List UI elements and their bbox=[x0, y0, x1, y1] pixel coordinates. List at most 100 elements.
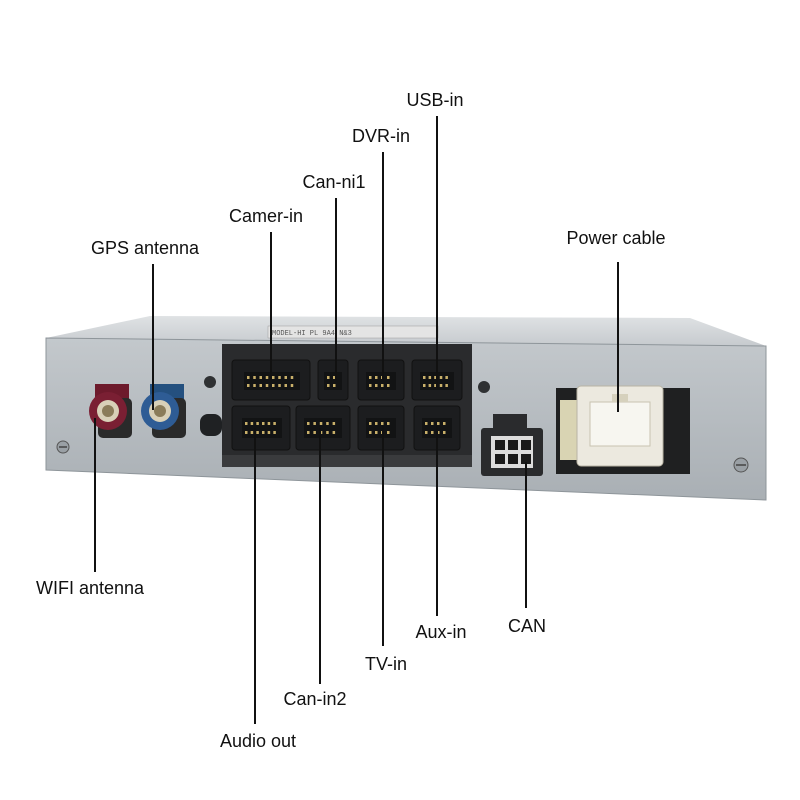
mount-hole-2 bbox=[478, 381, 490, 393]
connector-pin bbox=[375, 422, 378, 425]
leader-lines bbox=[94, 116, 619, 724]
port-can-ni1 bbox=[317, 359, 349, 401]
label-can-ni1: Can-ni1 bbox=[302, 172, 365, 192]
label-usb-in: USB-in bbox=[406, 90, 463, 110]
connector-pin bbox=[253, 376, 256, 379]
connector-pin bbox=[256, 422, 259, 425]
connector-pin bbox=[369, 376, 372, 379]
power-cable-connector bbox=[556, 385, 690, 474]
connector-pin bbox=[313, 431, 316, 434]
connector-pin bbox=[247, 384, 250, 387]
connector-pin bbox=[443, 422, 446, 425]
connector-pin bbox=[259, 376, 262, 379]
connector-pin bbox=[272, 376, 275, 379]
connector-pin bbox=[326, 422, 329, 425]
connector-pin bbox=[431, 431, 434, 434]
connector-pin bbox=[437, 431, 440, 434]
connector-pin bbox=[278, 384, 281, 387]
connector-pin bbox=[387, 376, 390, 379]
label-camer-in: Camer-in bbox=[229, 206, 303, 226]
connector-pin bbox=[369, 384, 372, 387]
connector-pin bbox=[333, 384, 336, 387]
connector-pin bbox=[245, 422, 248, 425]
connector-pin bbox=[245, 431, 248, 434]
connector-pin bbox=[284, 376, 287, 379]
device-sticker-text: MODEL-HI PL 9A4 N&3 bbox=[272, 330, 352, 338]
connector-pin bbox=[425, 431, 428, 434]
connector-pin bbox=[250, 431, 254, 434]
connector-pin bbox=[381, 422, 384, 425]
connector-pin bbox=[319, 431, 323, 434]
connector-pin bbox=[439, 384, 443, 387]
connector-pin bbox=[256, 431, 259, 434]
connector-pin bbox=[290, 376, 294, 379]
port-tv-in bbox=[357, 405, 405, 451]
connector-pin bbox=[284, 384, 287, 387]
connector-pin bbox=[431, 422, 434, 425]
connector-pin bbox=[423, 384, 426, 387]
connector-pin bbox=[265, 384, 269, 387]
connector-pin bbox=[327, 384, 330, 387]
connector-pin bbox=[428, 376, 432, 379]
connector-pin bbox=[375, 431, 378, 434]
label-tv-in: TV-in bbox=[365, 654, 407, 674]
connector-pin bbox=[332, 431, 336, 434]
connector-pin bbox=[262, 422, 265, 425]
label-gps-antenna: GPS antenna bbox=[91, 238, 200, 258]
connector-pin bbox=[387, 431, 390, 434]
connector-pin bbox=[259, 384, 262, 387]
connector-pin bbox=[290, 384, 294, 387]
connector-pin bbox=[250, 422, 254, 425]
connector-pin bbox=[319, 422, 323, 425]
wifi-antenna-connector bbox=[89, 384, 132, 438]
connector-pin bbox=[428, 384, 432, 387]
connector-pin bbox=[375, 376, 378, 379]
connector-pin bbox=[273, 431, 276, 434]
connector-pin bbox=[307, 422, 310, 425]
label-dvr-in: DVR-in bbox=[352, 126, 410, 146]
connector-pin bbox=[387, 384, 390, 387]
connector-pin bbox=[369, 422, 372, 425]
connector-pin bbox=[434, 384, 437, 387]
label-aux-in: Aux-in bbox=[415, 622, 466, 642]
can-connector bbox=[481, 414, 543, 476]
connector-pin bbox=[332, 422, 336, 425]
connector-pin bbox=[262, 431, 265, 434]
connector-pin bbox=[445, 384, 448, 387]
connector-pin bbox=[375, 384, 378, 387]
connector-pin bbox=[278, 376, 281, 379]
connector-pin bbox=[265, 376, 269, 379]
label-can: CAN bbox=[508, 616, 546, 636]
callout-labels: USB-in DVR-in Can-ni1 Camer-in GPS anten… bbox=[36, 90, 666, 751]
connector-pin bbox=[439, 376, 443, 379]
mount-slot bbox=[200, 414, 222, 436]
connector-pin bbox=[381, 384, 384, 387]
connector-pin bbox=[369, 431, 372, 434]
connector-pin bbox=[326, 431, 329, 434]
label-wifi-antenna: WIFI antenna bbox=[36, 578, 145, 598]
port-can-in2 bbox=[295, 405, 351, 451]
gps-antenna-connector bbox=[141, 384, 186, 438]
connector-pin bbox=[313, 422, 316, 425]
connector-pin bbox=[333, 376, 336, 379]
connector-pin bbox=[437, 422, 440, 425]
connector-pin bbox=[253, 384, 256, 387]
connector-pin bbox=[425, 422, 428, 425]
label-can-in2: Can-in2 bbox=[283, 689, 346, 709]
connector-pin bbox=[307, 431, 310, 434]
port-audio-out bbox=[231, 405, 291, 451]
connector-pin bbox=[327, 376, 330, 379]
mount-hole-1 bbox=[204, 376, 216, 388]
connector-pin bbox=[273, 422, 276, 425]
connector-pin bbox=[387, 422, 390, 425]
connector-pin bbox=[434, 376, 437, 379]
connector-pin bbox=[267, 431, 271, 434]
connector-pin bbox=[423, 376, 426, 379]
connector-pin bbox=[443, 431, 446, 434]
label-audio-out: Audio out bbox=[220, 731, 296, 751]
label-power-cable: Power cable bbox=[566, 228, 665, 248]
connector-pin bbox=[247, 376, 250, 379]
connector-pin bbox=[272, 384, 275, 387]
port-dvr-in bbox=[357, 359, 405, 401]
